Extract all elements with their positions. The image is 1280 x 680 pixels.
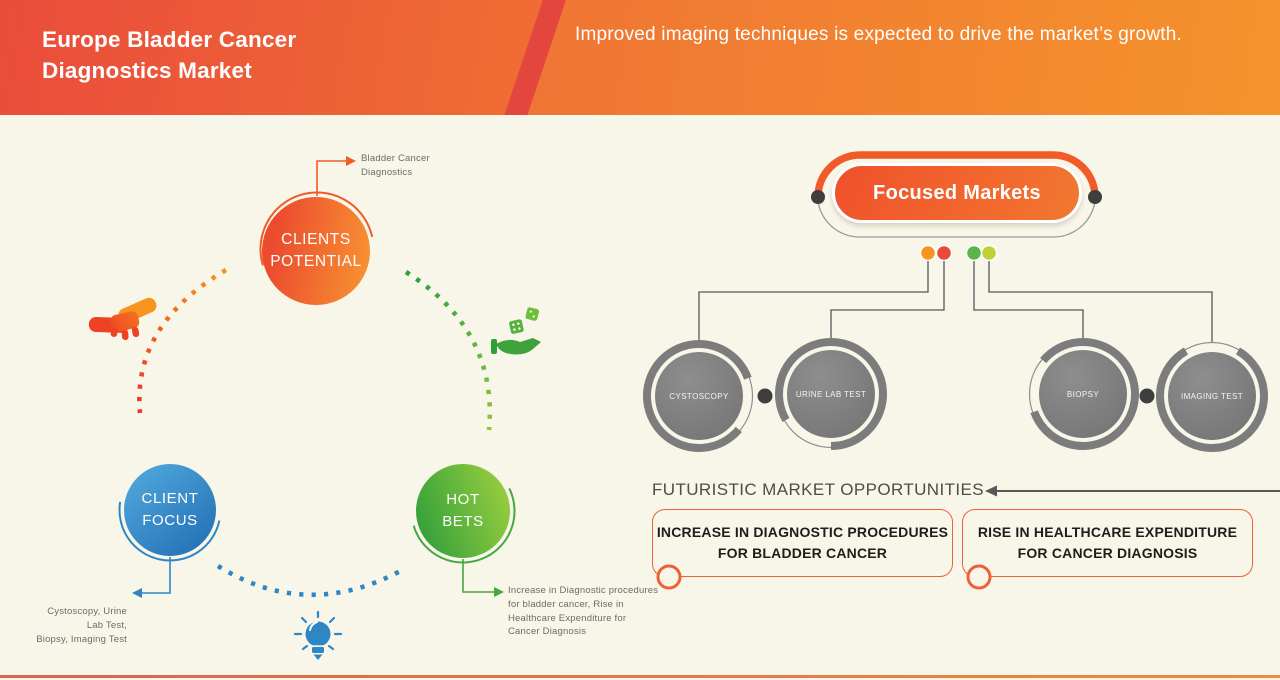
opportunity-text: INCREASE IN DIAGNOSTIC PROCEDURES FOR BL… <box>656 524 949 561</box>
client-focus-callout-line <box>132 557 171 598</box>
pair-dot-left <box>757 388 773 404</box>
callout-client-focus: Cystoscopy, Urine Lab Test, Biopsy, Imag… <box>36 606 127 645</box>
branch-dot-orange <box>919 244 937 262</box>
opportunities-arrow <box>985 485 1280 497</box>
dotted-arc-blue <box>216 564 406 598</box>
branch-dots <box>919 244 998 262</box>
opportunity-box-1: INCREASE IN DIAGNOSTIC PROCEDURES FOR BL… <box>652 509 953 577</box>
dice-in-hand-icon <box>491 307 541 355</box>
market-node-biopsy: BIOPSY <box>1039 350 1127 438</box>
callout-clients-potential: Bladder Cancer Diagnostics <box>361 153 430 178</box>
header-banner: Europe Bladder Cancer Diagnostics Market… <box>0 0 1280 115</box>
market-node-label: IMAGING TEST <box>1181 391 1243 401</box>
footer-accent-line <box>0 675 1280 678</box>
market-node-label: URINE LAB TEST <box>795 389 867 399</box>
opportunity-text: RISE IN HEALTHCARE EXPENDITURE FOR CANCE… <box>977 524 1238 561</box>
market-node-cystoscopy: CYSTOSCOPY <box>655 352 743 440</box>
tree-connectors <box>698 261 1213 343</box>
opportunity-box-2: RISE IN HEALTHCARE EXPENDITURE FOR CANCE… <box>962 509 1253 577</box>
header-gradient-left <box>0 0 543 115</box>
branch-dot-lime <box>980 244 998 262</box>
cycle-node-label: CLIENT FOCUS <box>141 490 199 529</box>
opportunities-heading: FUTURISTIC MARKET OPPORTUNITIES <box>652 480 984 499</box>
focused-markets-title: Focused Markets <box>873 181 1041 204</box>
branch-dot-red <box>935 244 953 262</box>
callout-hot-bets: Increase in Diagnostic procedures for bl… <box>508 585 659 638</box>
cycle-node-clients-potential: CLIENTS POTENTIAL <box>262 197 370 305</box>
anchor-dot-left <box>811 190 825 204</box>
branch-dot-green <box>965 244 983 262</box>
handshake-icon <box>88 297 157 341</box>
cycle-node-label: HOT BETS <box>442 491 484 530</box>
market-node-label: CYSTOSCOPY <box>669 391 729 401</box>
dotted-arc-green <box>404 270 493 431</box>
market-node-imaging-test: IMAGING TEST <box>1168 352 1256 440</box>
dotted-arc-orange <box>137 268 228 414</box>
market-node-urine-lab-test: URINE LAB TEST <box>787 350 875 438</box>
anchor-dot-right <box>1088 190 1102 204</box>
header-tagline: Improved imaging techniques is expected … <box>575 24 1182 45</box>
cycle-node-hot-bets: HOT BETS <box>416 464 510 558</box>
focused-markets-pill: Focused Markets <box>832 163 1082 223</box>
lightbulb-icon <box>293 610 343 660</box>
market-node-label: BIOPSY <box>1066 389 1100 399</box>
hot-bets-callout-line <box>462 559 504 597</box>
pair-dot-right <box>1139 388 1155 404</box>
cycle-node-label: CLIENTS POTENTIAL <box>270 230 362 270</box>
cycle-node-client-focus: CLIENT FOCUS <box>124 464 216 556</box>
clients-potential-callout-line <box>316 156 356 196</box>
page-title: Europe Bladder Cancer Diagnostics Market <box>42 27 297 84</box>
